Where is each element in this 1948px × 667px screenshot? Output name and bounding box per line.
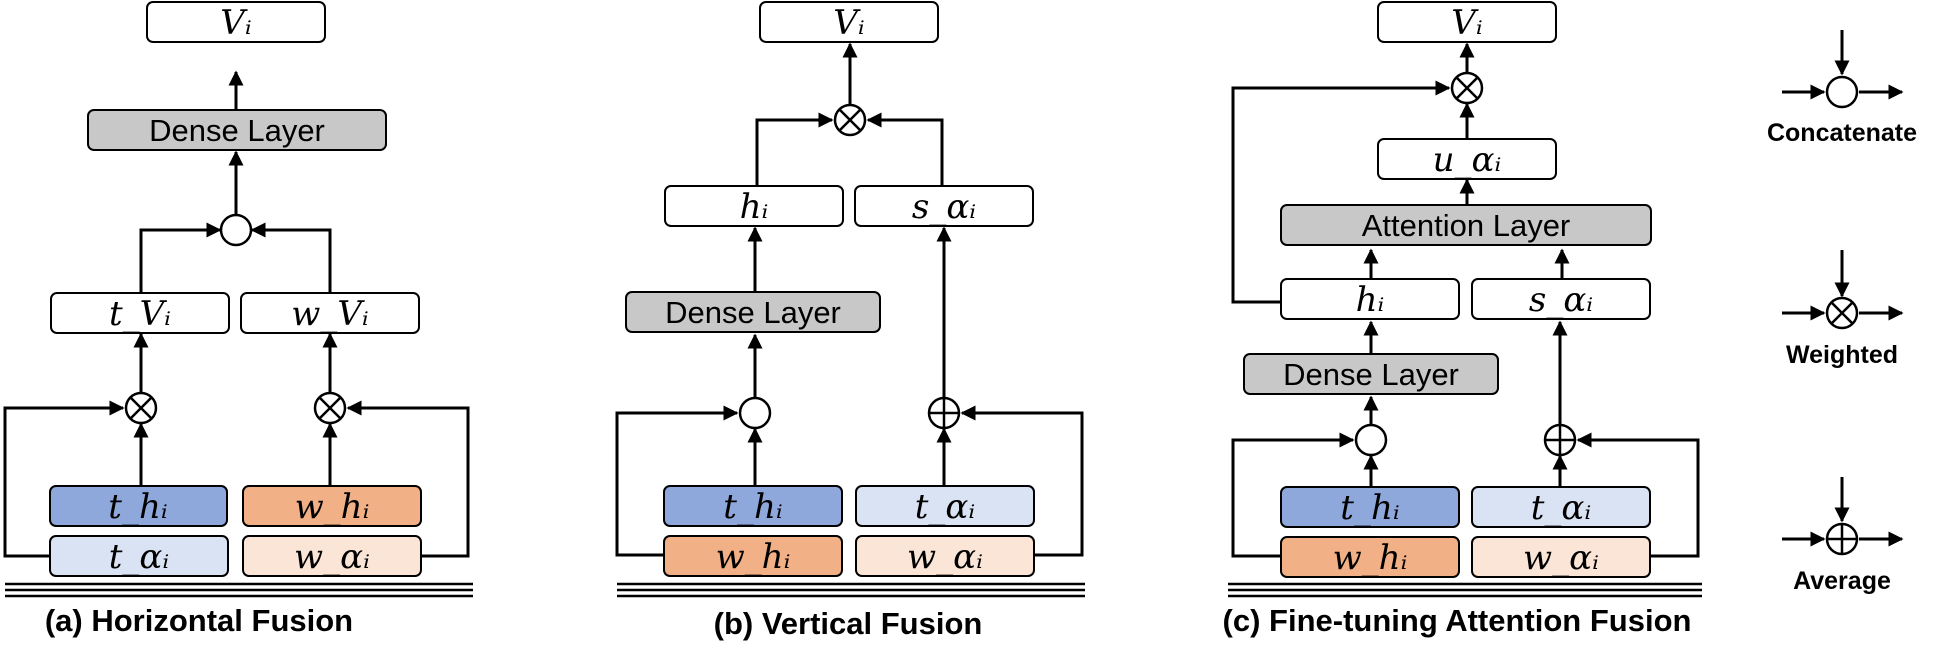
c-dense-layer-label: Dense Layer bbox=[1283, 357, 1459, 392]
b-average-operator bbox=[927, 396, 961, 430]
c-vi-box bbox=[1377, 1, 1557, 43]
legend-concatenate: Concatenate bbox=[1767, 30, 1917, 147]
c-walpha-box bbox=[1471, 536, 1651, 578]
b-s-alpha-label: s_αᵢ bbox=[912, 187, 976, 227]
b-concat-operator bbox=[738, 396, 772, 430]
a-talpha-label: t_αᵢ bbox=[109, 537, 169, 577]
b-vi-box bbox=[759, 1, 939, 43]
legend: Concatenate Weighted Average bbox=[1767, 30, 1917, 595]
c-h-skip-to-weight-arrow bbox=[1231, 80, 1451, 304]
c-h-box bbox=[1280, 278, 1460, 320]
c-s-alpha-box bbox=[1471, 278, 1651, 320]
a-tv-box bbox=[50, 292, 230, 334]
a-wh-box bbox=[242, 485, 422, 527]
a-concat-operator bbox=[219, 213, 253, 247]
caption-b: (b) Vertical Fusion bbox=[714, 606, 983, 641]
a-wh-label: w_hᵢ bbox=[295, 487, 370, 527]
b-h-to-weight-arrow bbox=[755, 112, 834, 185]
b-h-box bbox=[664, 185, 844, 227]
b-s-to-weight-arrow bbox=[866, 112, 944, 185]
b-dense-layer bbox=[625, 291, 881, 333]
b-talpha-box bbox=[855, 485, 1035, 527]
b-vi-label: Vᵢ bbox=[833, 3, 864, 43]
c-s-alpha-label: s_αᵢ bbox=[1529, 280, 1593, 320]
b-h-label: hᵢ bbox=[740, 187, 769, 227]
c-walpha-loop-arrow bbox=[1576, 432, 1700, 558]
c-h-label: hᵢ bbox=[1356, 280, 1385, 320]
a-wv-to-concat-arrow bbox=[250, 222, 332, 292]
a-vi-label: Vᵢ bbox=[220, 3, 251, 43]
a-walpha-loop-arrow bbox=[346, 400, 470, 558]
panel-b-vertical-fusion: Vᵢ hᵢ s_αᵢ Dense Layer t_hᵢ t_αᵢ w_hᵢ w_… bbox=[615, 1, 1085, 641]
a-tv-label: t_Vᵢ bbox=[109, 294, 171, 334]
c-average-operator bbox=[1543, 423, 1577, 457]
b-weight-operator bbox=[833, 103, 867, 137]
a-th-label: t_hᵢ bbox=[108, 487, 167, 527]
c-vi-label: Vᵢ bbox=[1451, 3, 1482, 43]
b-wh-loop-arrow bbox=[615, 405, 739, 557]
legend-average-label: Average bbox=[1793, 567, 1891, 595]
b-dense-layer-label: Dense Layer bbox=[665, 295, 841, 330]
c-walpha-label: w_αᵢ bbox=[1523, 538, 1599, 578]
a-walpha-label: w_αᵢ bbox=[294, 537, 370, 577]
b-walpha-label: w_αᵢ bbox=[907, 537, 983, 577]
c-attention-layer bbox=[1280, 204, 1652, 246]
caption-c: (c) Fine-tuning Attention Fusion bbox=[1223, 603, 1692, 638]
c-u-alpha-label: u_αᵢ bbox=[1433, 140, 1502, 180]
c-th-box bbox=[1280, 486, 1460, 528]
c-talpha-label: t_αᵢ bbox=[1531, 488, 1591, 528]
c-wh-loop-arrow bbox=[1231, 432, 1355, 558]
c-weight-operator bbox=[1450, 71, 1484, 105]
b-talpha-label: t_αᵢ bbox=[915, 487, 975, 527]
panel-a-horizontal-fusion: Vᵢ Dense Layer t_Vᵢ w_Vᵢ t_hᵢ w_hᵢ t_αᵢ … bbox=[3, 1, 473, 638]
c-wh-label: w_hᵢ bbox=[1333, 538, 1408, 578]
a-vi-box bbox=[146, 1, 326, 43]
c-dense-layer bbox=[1243, 353, 1499, 395]
b-walpha-loop-arrow bbox=[960, 405, 1084, 557]
legend-weighted: Weighted bbox=[1782, 250, 1904, 369]
a-th-box bbox=[49, 485, 228, 527]
caption-a: (a) Horizontal Fusion bbox=[45, 603, 353, 638]
c-talpha-box bbox=[1471, 486, 1651, 528]
a-talpha-box bbox=[49, 535, 229, 577]
a-dense-layer bbox=[87, 109, 387, 151]
c-wh-box bbox=[1280, 536, 1460, 578]
a-tv-to-concat-arrow bbox=[139, 222, 222, 292]
panel-c-fine-tuning-attention-fusion: Vᵢ u_αᵢ Attention Layer hᵢ s_αᵢ Dense La… bbox=[1223, 1, 1702, 638]
legend-weighted-label: Weighted bbox=[1786, 341, 1898, 369]
b-wh-box bbox=[663, 535, 843, 577]
c-th-label: t_hᵢ bbox=[1340, 488, 1399, 528]
a-wv-box bbox=[240, 292, 420, 334]
legend-average: Average bbox=[1782, 477, 1904, 595]
a-wv-label: w_Vᵢ bbox=[291, 294, 369, 334]
c-u-alpha-box bbox=[1377, 138, 1557, 180]
a-weight-operator-right bbox=[313, 391, 347, 425]
legend-weighted-icon bbox=[1825, 296, 1859, 330]
legend-concatenate-label: Concatenate bbox=[1767, 119, 1917, 147]
c-attention-layer-label: Attention Layer bbox=[1362, 208, 1571, 243]
b-th-label: t_hᵢ bbox=[723, 487, 782, 527]
a-weight-operator-left bbox=[124, 391, 158, 425]
b-s-alpha-box bbox=[854, 185, 1034, 227]
a-talpha-loop-arrow bbox=[3, 400, 125, 558]
a-dense-layer-label: Dense Layer bbox=[149, 113, 325, 148]
legend-concatenate-icon bbox=[1825, 75, 1859, 109]
b-walpha-box bbox=[855, 535, 1035, 577]
a-walpha-box bbox=[242, 535, 422, 577]
b-wh-label: w_hᵢ bbox=[716, 537, 791, 577]
b-th-box bbox=[663, 485, 843, 527]
legend-average-icon bbox=[1825, 522, 1859, 556]
c-concat-operator bbox=[1354, 423, 1388, 457]
